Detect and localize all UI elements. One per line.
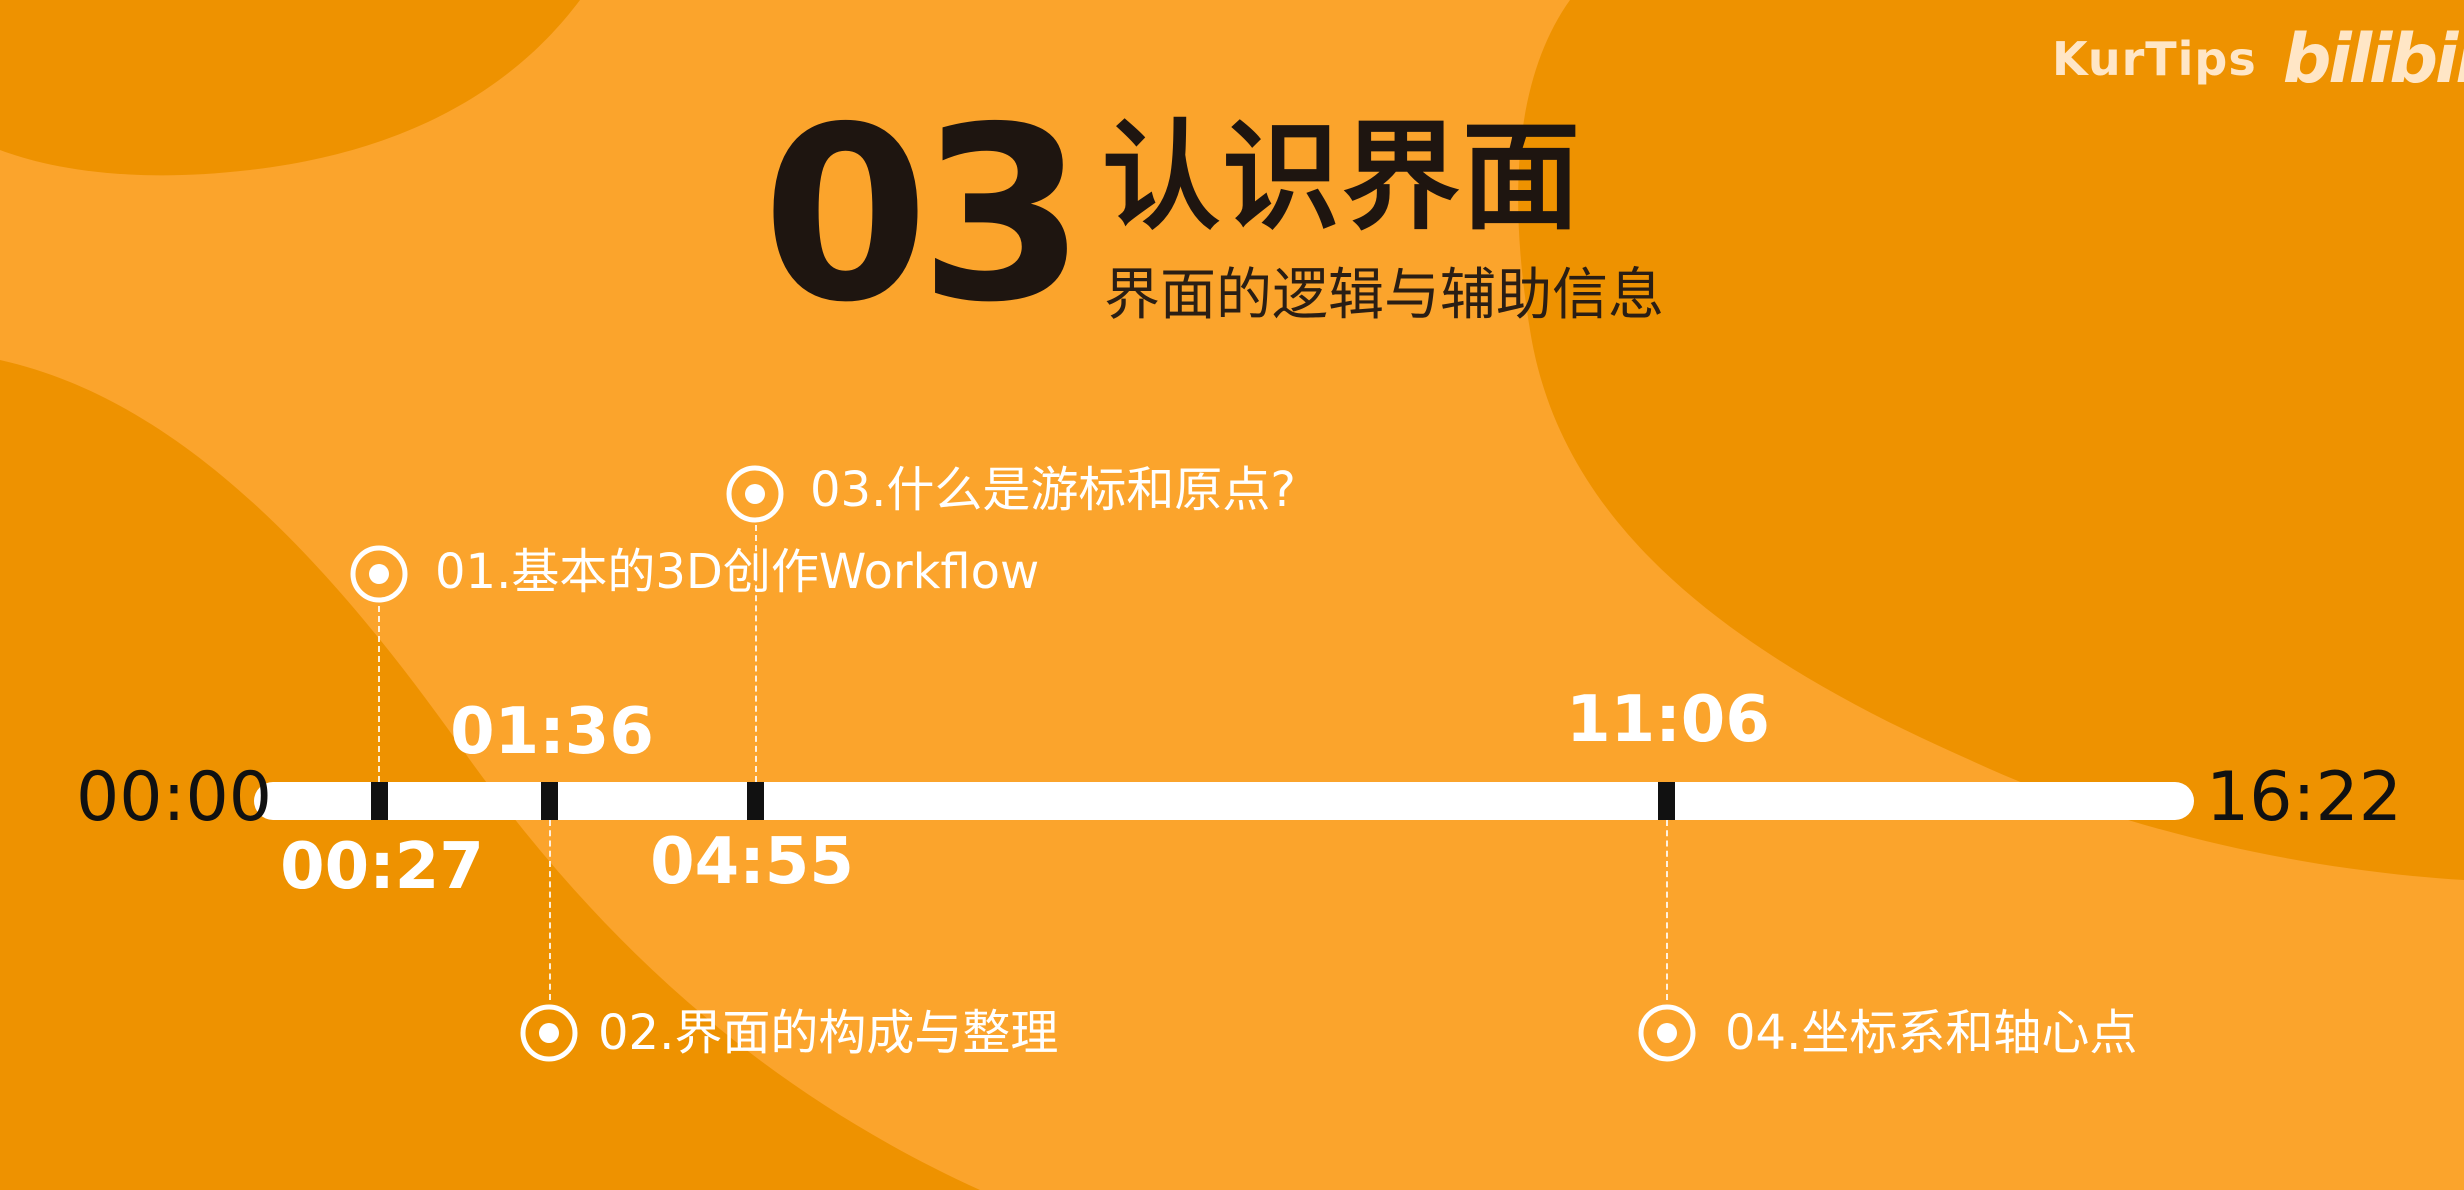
timeline-tick-1106 (1658, 782, 1675, 820)
mark-time-0136: 01:36 (450, 695, 654, 769)
bilibili-logo-icon: bilibili (2282, 19, 2464, 99)
connector-line-02 (549, 820, 551, 1000)
target-icon (350, 545, 408, 603)
timeline-start-time: 00:00 (76, 758, 272, 837)
brand-header: KurTips bilibili (2052, 20, 2464, 99)
topic-01-label: 01.基本的3D创作Workflow (435, 544, 1040, 600)
section-number: 03 (762, 75, 1086, 355)
timeline-tick-0136 (541, 782, 558, 820)
topic-02-label: 02.界面的构成与整理 (598, 1005, 1059, 1061)
target-icon (520, 1004, 578, 1062)
section-subtitle: 界面的逻辑与辅助信息 (1104, 263, 1664, 328)
brand-name: KurTips (2052, 32, 2257, 86)
timeline-tick-0027 (371, 782, 388, 820)
mark-time-1106: 11:06 (1566, 683, 1770, 757)
topic-03-label: 03.什么是游标和原点? (810, 462, 1296, 518)
section-title: 认识界面 (1102, 108, 1583, 246)
target-icon (1638, 1004, 1696, 1062)
timeline-tick-0455 (747, 782, 764, 820)
target-icon (726, 465, 784, 523)
mark-time-0027: 00:27 (280, 830, 484, 904)
timeline-bar (254, 782, 2194, 820)
timeline-end-time: 16:22 (2206, 758, 2402, 837)
topic-04-label: 04.坐标系和轴心点 (1725, 1005, 2138, 1061)
mark-time-0455: 04:55 (650, 825, 854, 899)
connector-line-01 (378, 606, 380, 782)
connector-line-04 (1666, 820, 1668, 1000)
connector-line-03 (755, 525, 757, 782)
